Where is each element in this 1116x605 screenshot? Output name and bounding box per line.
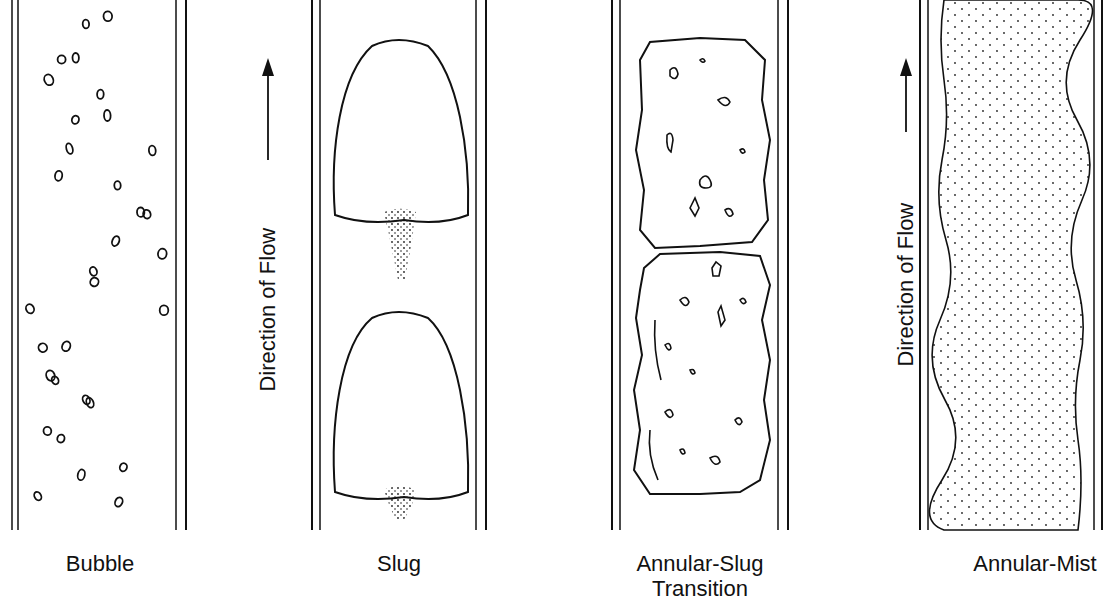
flow-direction-label: Direction of Flow — [893, 203, 918, 367]
regime-label: Annular-Slug Transition — [605, 551, 795, 602]
flow-direction-label: Direction of Flow — [255, 228, 280, 392]
regime-label: Bubble — [10, 551, 190, 576]
regime-label: Annular-Mist — [960, 551, 1110, 576]
regime-label: Slug — [309, 551, 489, 576]
